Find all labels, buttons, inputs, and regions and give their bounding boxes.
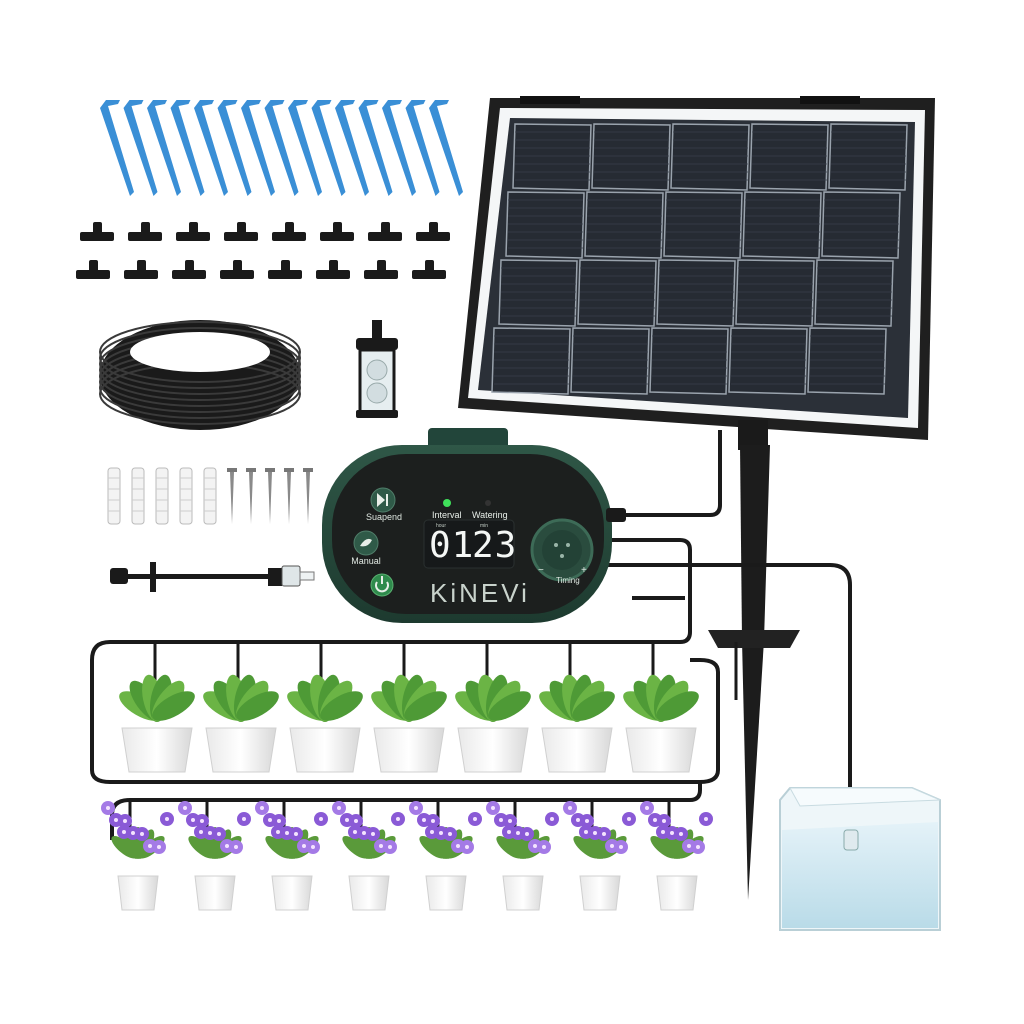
ground-stake — [708, 420, 800, 900]
wall-anchor — [203, 467, 217, 525]
tee-connectors — [76, 222, 450, 279]
potted-plant — [371, 674, 447, 773]
suspend-label: Suapend — [365, 512, 403, 522]
manual-label: Manual — [351, 556, 381, 566]
potted-plant — [623, 674, 699, 773]
tee-connector — [172, 260, 206, 279]
potted-plant — [203, 674, 279, 773]
flower-pots — [101, 801, 713, 911]
suspend-button[interactable]: Suapend — [354, 512, 414, 522]
dripper-stake — [429, 100, 463, 196]
dripper-stake — [264, 100, 299, 196]
tee-connector — [272, 222, 306, 241]
brand-logo: KiNEVi — [430, 578, 530, 608]
flower-pot — [101, 801, 174, 911]
suspend-icon — [377, 493, 385, 507]
dial-minus: − — [538, 565, 544, 576]
dripper-stakes — [100, 100, 463, 196]
dripper-stake — [100, 100, 134, 196]
potted-plant — [539, 674, 615, 773]
tee-connector — [412, 260, 446, 279]
solar-panel — [458, 96, 935, 440]
potted-plants — [119, 674, 699, 773]
dripper-stake — [382, 100, 416, 196]
screw — [227, 468, 237, 524]
tee-connector — [220, 260, 254, 279]
dial-icon — [542, 530, 582, 570]
dripper-stake — [405, 100, 440, 196]
potted-plant — [287, 674, 363, 773]
potted-plant — [119, 674, 195, 773]
water-filter — [356, 320, 398, 418]
flower-pot — [486, 801, 559, 911]
tee-connector — [268, 260, 302, 279]
controller-body — [322, 428, 626, 623]
tee-connector — [368, 222, 402, 241]
potted-plant — [455, 674, 531, 773]
power-icon — [375, 581, 389, 593]
timing-label: Timing — [556, 576, 580, 585]
screw — [246, 468, 256, 524]
manual-button[interactable]: Manual — [336, 556, 396, 566]
dripper-stake — [123, 100, 158, 196]
tee-connector — [80, 222, 114, 241]
dripper-stake — [241, 100, 275, 196]
dripper-stake — [170, 100, 205, 196]
min-unit: min — [480, 523, 489, 529]
screw — [265, 468, 275, 524]
hour-unit: hour — [436, 523, 447, 529]
wall-anchor — [131, 467, 145, 525]
tee-connector — [176, 222, 210, 241]
hose-coil — [99, 320, 301, 430]
water-tank — [779, 787, 941, 931]
tee-connector — [320, 222, 354, 241]
flower-pot — [178, 801, 251, 911]
tee-connector — [316, 260, 350, 279]
tee-connector — [76, 260, 110, 279]
dripper-stake — [147, 100, 181, 196]
tee-connector — [128, 222, 162, 241]
wall-anchors — [107, 467, 217, 525]
timing-dial[interactable]: Timing — [556, 576, 580, 585]
interval-label: Interval — [432, 510, 462, 520]
minutes-display: 23 — [472, 525, 518, 566]
wall-anchor — [179, 467, 193, 525]
watering-label: Watering — [472, 510, 508, 520]
flower-pot — [640, 801, 713, 911]
screws — [227, 468, 313, 524]
wall-anchor — [155, 467, 169, 525]
dripper-stake — [217, 100, 252, 196]
dripper-stake — [194, 100, 228, 196]
tube-stake — [110, 562, 315, 592]
dripper-stake — [335, 100, 369, 196]
tee-connector — [364, 260, 398, 279]
wall-anchor — [107, 467, 121, 525]
screw — [284, 468, 294, 524]
tee-connector — [224, 222, 258, 241]
screw — [303, 468, 313, 524]
flower-pot — [563, 801, 636, 911]
dripper-stake — [288, 100, 322, 196]
dripper-stake — [311, 100, 346, 196]
tee-connector — [124, 260, 158, 279]
dial-plus: + — [581, 565, 587, 576]
tee-connector — [416, 222, 450, 241]
hours-display: 01 — [429, 525, 475, 566]
flower-pot — [332, 801, 405, 911]
manual-icon — [360, 538, 372, 547]
flower-pot — [409, 801, 482, 911]
flower-pot — [255, 801, 328, 911]
dripper-stake — [358, 100, 393, 196]
